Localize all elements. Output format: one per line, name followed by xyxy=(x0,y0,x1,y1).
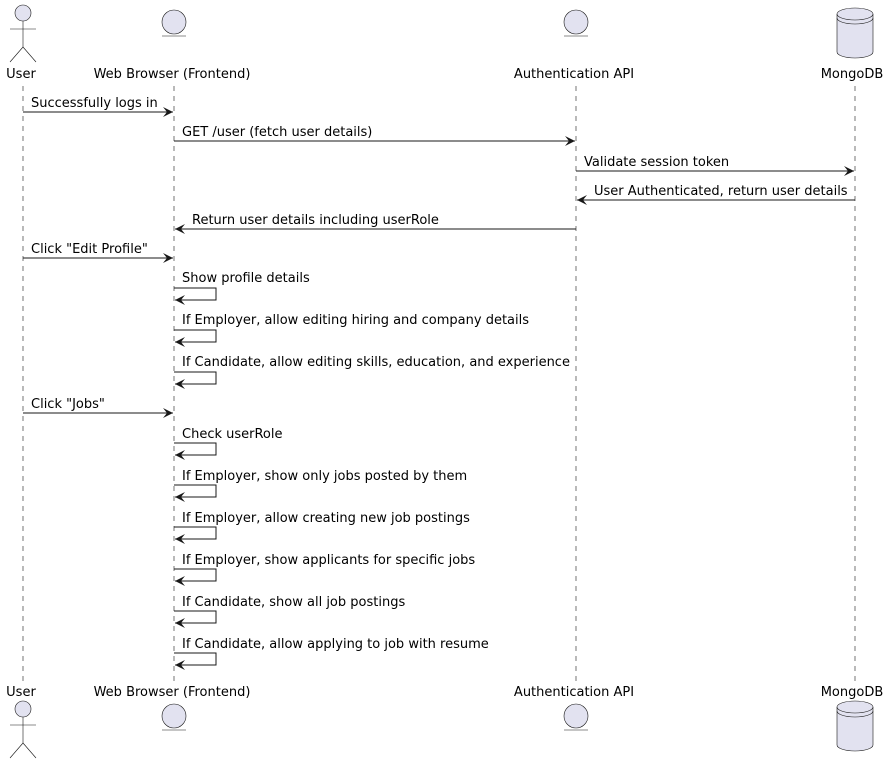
message-label: Click "Edit Profile" xyxy=(31,242,148,257)
participant-label: MongoDB xyxy=(821,685,884,700)
message-arrow xyxy=(174,329,217,347)
participant-label: Web Browser (Frontend) xyxy=(94,685,251,700)
message-14: If Candidate, show all job postings xyxy=(174,595,405,628)
message-arrow xyxy=(174,526,217,544)
message-label: Show profile details xyxy=(182,271,310,286)
message-label: Validate session token xyxy=(584,155,729,170)
message-arrow xyxy=(174,442,217,460)
message-0: Successfully logs in xyxy=(23,96,173,117)
message-arrow xyxy=(174,568,217,586)
message-5: Click "Edit Profile" xyxy=(23,242,173,263)
message-6: Show profile details xyxy=(174,271,310,305)
participant-label: User xyxy=(6,685,36,700)
message-2: Validate session token xyxy=(576,155,854,176)
participant-auth-top: Authentication API xyxy=(514,9,634,82)
participant-db-top: MongoDB xyxy=(821,7,884,82)
message-15: If Candidate, allow applying to job with… xyxy=(174,637,489,670)
message-1: GET /user (fetch user details) xyxy=(174,125,575,146)
participant-user-top: User xyxy=(6,4,37,82)
entity-icon xyxy=(161,9,187,37)
message-13: If Employer, show applicants for specifi… xyxy=(174,553,475,586)
message-arrow xyxy=(174,610,217,628)
message-label: Click "Jobs" xyxy=(31,397,105,412)
participant-label: MongoDB xyxy=(821,67,884,82)
message-label: If Employer, show applicants for specifi… xyxy=(182,553,475,568)
message-11: If Employer, show only jobs posted by th… xyxy=(174,469,467,502)
message-label: Successfully logs in xyxy=(31,96,158,111)
participant-browser-top: Web Browser (Frontend) xyxy=(94,9,251,82)
participant-label: User xyxy=(6,67,36,82)
message-arrow xyxy=(174,287,217,305)
actor-icon xyxy=(9,700,37,759)
message-label: If Candidate, allow editing skills, educ… xyxy=(182,355,570,370)
message-list: Successfully logs in GET /user (fetch us… xyxy=(23,96,855,670)
message-arrow xyxy=(174,484,217,502)
participant-label: Authentication API xyxy=(514,67,634,82)
message-label: If Candidate, allow applying to job with… xyxy=(182,637,489,652)
message-label: If Employer, allow editing hiring and co… xyxy=(182,313,529,328)
participant-browser-bottom: Web Browser (Frontend) xyxy=(94,685,251,731)
message-8: If Candidate, allow editing skills, educ… xyxy=(174,355,570,389)
message-label: Check userRole xyxy=(182,427,283,442)
participant-label: Web Browser (Frontend) xyxy=(94,67,251,82)
entity-icon xyxy=(563,703,589,731)
message-label: If Employer, allow creating new job post… xyxy=(182,511,470,526)
participant-auth-bottom: Authentication API xyxy=(514,685,634,731)
participant-user-bottom: User xyxy=(6,685,37,759)
message-4: Return user details including userRole xyxy=(175,213,576,234)
message-3: User Authenticated, return user details xyxy=(577,184,855,205)
participant-db-bottom: MongoDB xyxy=(821,685,884,752)
message-label: User Authenticated, return user details xyxy=(594,184,848,199)
participant-label: Authentication API xyxy=(514,685,634,700)
database-icon xyxy=(836,7,874,59)
message-arrow xyxy=(174,371,217,389)
message-7: If Employer, allow editing hiring and co… xyxy=(174,313,529,347)
database-icon xyxy=(836,700,874,752)
message-label: If Candidate, show all job postings xyxy=(182,595,405,610)
message-10: Check userRole xyxy=(174,427,283,460)
message-12: If Employer, allow creating new job post… xyxy=(174,511,470,544)
message-arrow xyxy=(174,652,217,670)
actor-icon xyxy=(9,4,37,63)
entity-icon xyxy=(161,703,187,731)
message-label: Return user details including userRole xyxy=(192,213,439,228)
message-9: Click "Jobs" xyxy=(23,397,173,418)
entity-icon xyxy=(563,9,589,37)
message-label: If Employer, show only jobs posted by th… xyxy=(182,469,467,484)
message-label: GET /user (fetch user details) xyxy=(182,125,372,140)
